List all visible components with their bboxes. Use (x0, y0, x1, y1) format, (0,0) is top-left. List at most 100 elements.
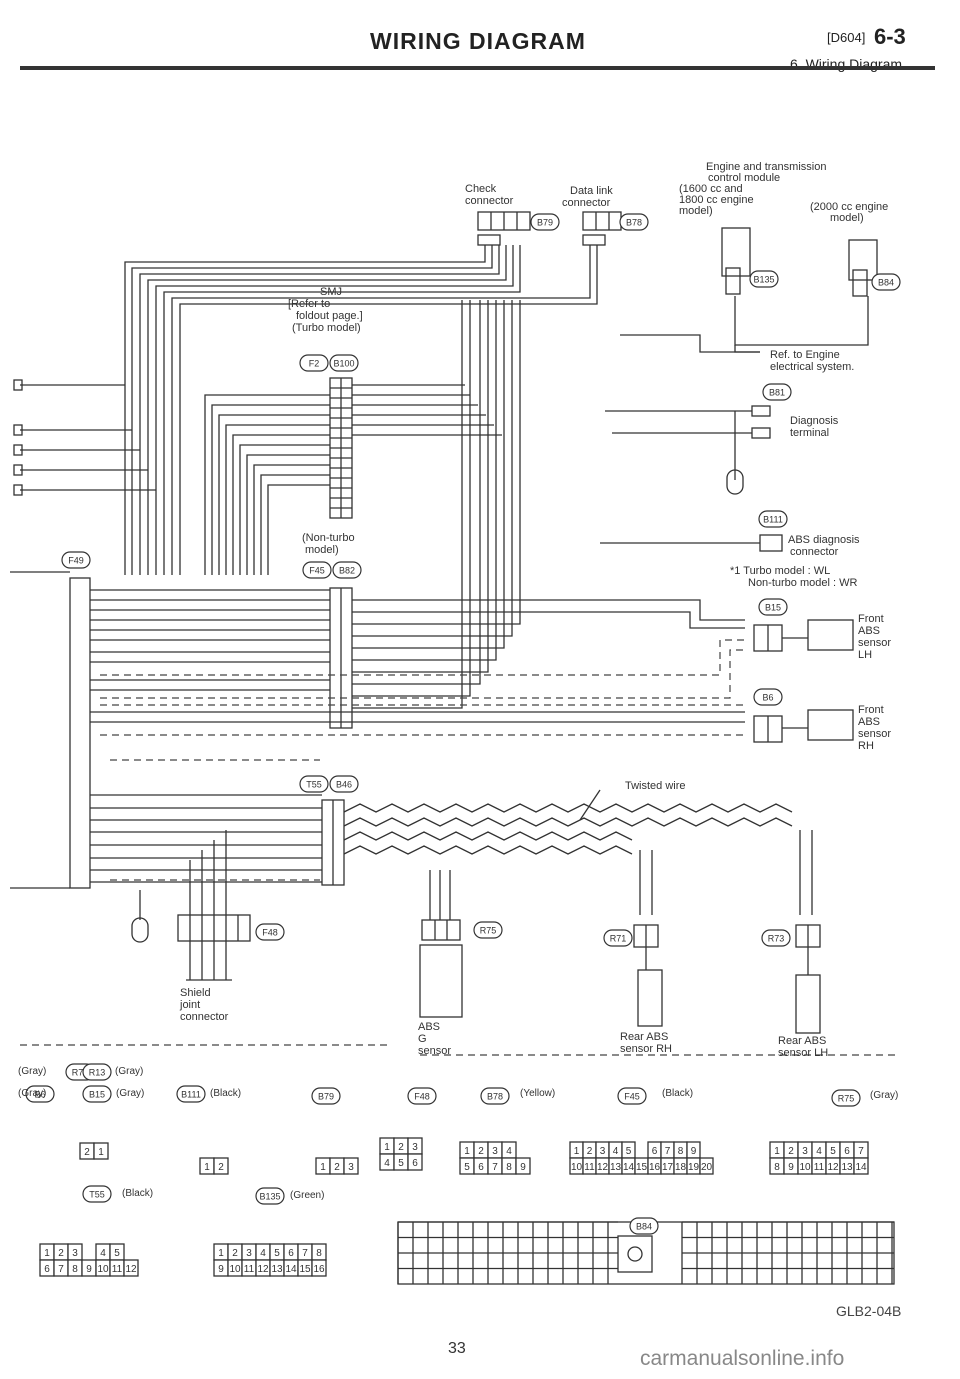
front-abs-sensor-rh (807, 709, 854, 741)
svg-text:2: 2 (232, 1248, 238, 1259)
svg-text:B6: B6 (34, 1090, 45, 1100)
svg-text:4: 4 (100, 1248, 106, 1259)
svg-text:6: 6 (478, 1162, 484, 1173)
legend-b15: (Gray) (116, 1088, 144, 1099)
legend-b111: (Black) (210, 1088, 241, 1099)
connector-id-b82: B82 (332, 561, 362, 579)
svg-text:B82: B82 (339, 566, 355, 576)
svg-text:1: 1 (464, 1146, 470, 1157)
svg-text:9: 9 (788, 1162, 794, 1173)
watermark: carmanualsonline.info (640, 1347, 845, 1370)
svg-text:R72: R72 (72, 1068, 89, 1078)
connector-id-b78: B78 (480, 1087, 510, 1105)
svg-text:4: 4 (384, 1158, 390, 1169)
connector-id-b135: B135 (255, 1187, 285, 1205)
connector-id-r75: R75 (473, 921, 503, 939)
svg-text:4: 4 (260, 1248, 266, 1259)
svg-text:T55: T55 (306, 780, 322, 790)
section-code: [D604] (827, 30, 866, 45)
svg-text:11: 11 (112, 1264, 123, 1275)
svg-text:9: 9 (218, 1264, 224, 1275)
svg-text:14: 14 (623, 1162, 635, 1173)
connector-id-b81: B81 (762, 383, 792, 401)
connector-id-r71: R71 (603, 929, 633, 947)
legend-t55: (Black) (122, 1188, 153, 1199)
svg-text:13: 13 (841, 1162, 853, 1173)
svg-text:7: 7 (492, 1162, 498, 1173)
svg-text:13: 13 (610, 1162, 622, 1173)
connector-id-b84: B84 (871, 273, 901, 291)
svg-text:1: 1 (774, 1146, 780, 1157)
svg-text:12: 12 (597, 1162, 609, 1173)
connector-id-b15: B15 (82, 1085, 112, 1103)
page-title: WIRING DIAGRAM (370, 28, 586, 54)
svg-text:8: 8 (774, 1162, 780, 1173)
legend-b78: (Yellow) (520, 1088, 555, 1099)
connector-id-t55: T55 (82, 1185, 112, 1203)
svg-text:16: 16 (313, 1264, 325, 1275)
svg-text:1: 1 (320, 1162, 326, 1173)
svg-text:8: 8 (678, 1146, 684, 1157)
front-abs-sensor-lh (807, 619, 854, 651)
svg-text:11: 11 (814, 1162, 825, 1173)
svg-text:R75: R75 (838, 1094, 855, 1104)
data-link-connector (582, 211, 622, 231)
connector-id-b135: B135 (749, 270, 779, 288)
svg-text:2: 2 (58, 1248, 64, 1259)
svg-text:14: 14 (285, 1264, 297, 1275)
connector-id-b84: B84 (629, 1217, 659, 1235)
connector-id-b111: B111 (758, 510, 788, 528)
svg-text:R75: R75 (480, 926, 497, 936)
svg-text:5: 5 (626, 1146, 632, 1157)
figure-code: GLB2-04B (836, 1303, 902, 1319)
svg-text:12: 12 (257, 1264, 269, 1275)
legend-r72: (Gray) (18, 1066, 46, 1077)
svg-text:1: 1 (44, 1248, 50, 1259)
svg-text:4: 4 (506, 1146, 512, 1157)
svg-text:12: 12 (125, 1264, 137, 1275)
svg-text:3: 3 (348, 1162, 354, 1173)
svg-text:2: 2 (788, 1146, 794, 1157)
svg-text:B100: B100 (333, 359, 354, 369)
svg-text:3: 3 (72, 1248, 78, 1259)
ground-e-bottom (131, 917, 149, 943)
svg-text:16: 16 (649, 1162, 661, 1173)
svg-text:19: 19 (688, 1162, 700, 1173)
connector-id-f45: F45 (617, 1087, 647, 1105)
svg-text:B46: B46 (336, 780, 352, 790)
svg-text:B135: B135 (259, 1192, 280, 1202)
svg-text:F45: F45 (624, 1092, 640, 1102)
svg-text:B111: B111 (181, 1090, 201, 1100)
svg-text:B84: B84 (636, 1222, 652, 1232)
svg-text:B78: B78 (487, 1092, 503, 1102)
svg-text:5: 5 (830, 1146, 836, 1157)
connector-id-r75: R75 (831, 1089, 861, 1107)
svg-text:7: 7 (858, 1146, 864, 1157)
svg-text:4: 4 (816, 1146, 822, 1157)
f49-connector (69, 577, 91, 889)
connector-id-r13: R13 (82, 1063, 112, 1081)
svg-text:9: 9 (86, 1264, 92, 1275)
svg-text:R13: R13 (89, 1068, 106, 1078)
connector-id-b100: B100 (329, 354, 359, 372)
svg-text:15: 15 (636, 1162, 648, 1173)
svg-text:1: 1 (384, 1142, 390, 1153)
svg-text:F2: F2 (309, 359, 320, 369)
svg-text:F48: F48 (262, 928, 278, 938)
svg-text:15: 15 (299, 1264, 311, 1275)
svg-text:10: 10 (571, 1162, 583, 1173)
svg-text:20: 20 (701, 1162, 713, 1173)
